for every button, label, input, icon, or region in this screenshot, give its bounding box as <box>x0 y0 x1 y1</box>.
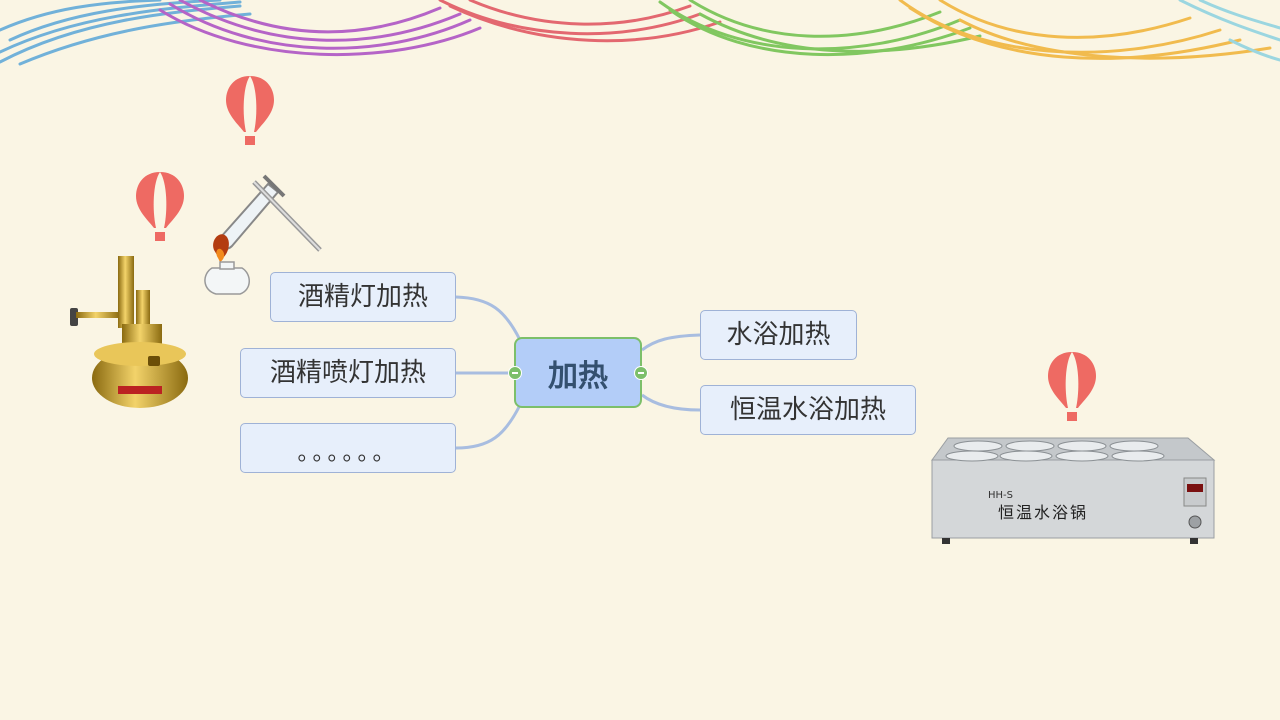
balloon-icon <box>226 76 274 145</box>
connector-left-1 <box>455 295 522 341</box>
branch-constant-temp-water-bath[interactable]: 恒温水浴加热 <box>700 385 916 435</box>
branch-alcohol-blowtorch[interactable]: 酒精喷灯加热 <box>240 348 456 398</box>
branch-more[interactable]: 。。。。。。 <box>240 423 456 473</box>
connector-right-2 <box>641 393 701 412</box>
water-bath-image: HH-S 恒温水浴锅 <box>931 437 1216 544</box>
crayon-banner <box>0 0 1280 66</box>
alcohol-blowtorch-image <box>70 256 188 408</box>
root-label: 加热 <box>548 358 608 394</box>
branch-label: 酒精灯加热 <box>297 282 428 312</box>
branch-label: 酒精喷灯加热 <box>269 358 426 388</box>
branch-water-bath[interactable]: 水浴加热 <box>700 310 857 360</box>
balloon-icon <box>136 172 184 241</box>
branch-label: 水浴加热 <box>726 320 831 350</box>
branch-alcohol-lamp[interactable]: 酒精灯加热 <box>270 272 456 322</box>
branch-label: 。。。。。。 <box>297 441 399 466</box>
balloon-icon <box>1048 352 1096 421</box>
root-node[interactable]: 加热 <box>514 337 642 408</box>
test-tube-heating-image <box>204 174 322 295</box>
water-bath-label: 恒温水浴锅 <box>998 503 1088 522</box>
collapse-left-icon[interactable] <box>508 366 522 380</box>
collapse-right-icon[interactable] <box>634 366 648 380</box>
connector-right-1 <box>641 333 701 352</box>
connector-left-3 <box>455 404 522 450</box>
water-bath-model: HH-S <box>988 490 1013 501</box>
branch-label: 恒温水浴加热 <box>729 395 886 425</box>
